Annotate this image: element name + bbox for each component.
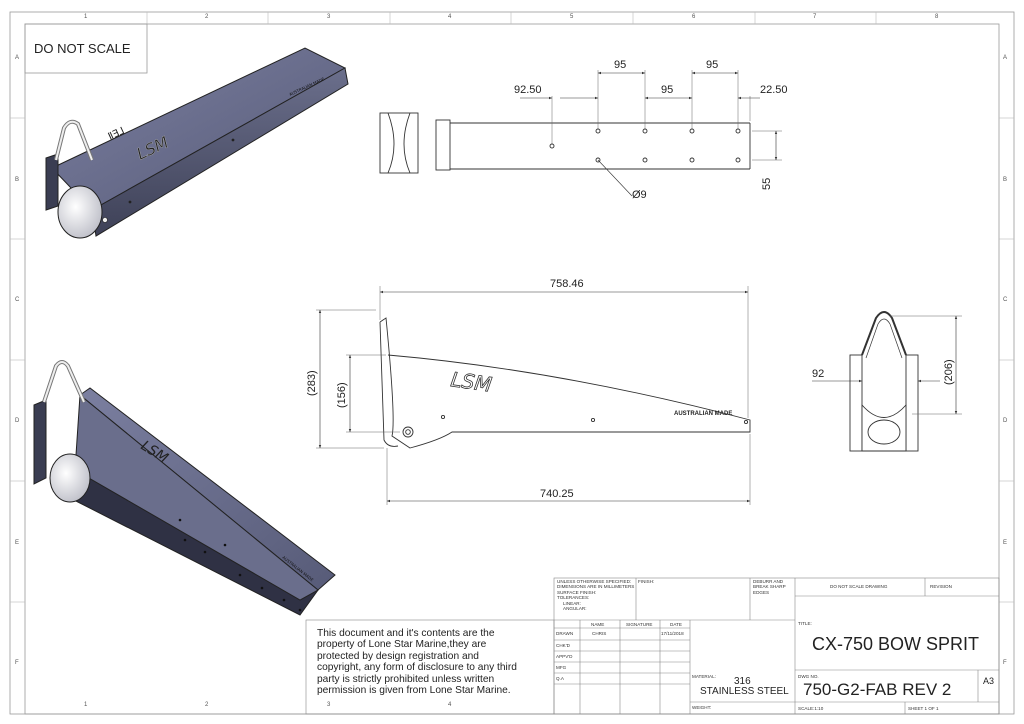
- dim-95-b: 95: [661, 84, 674, 96]
- tb-deburr: DEBURR AND: [753, 579, 784, 584]
- tb-approved: APPV'D: [556, 654, 573, 659]
- zone-col-1: 1: [84, 14, 88, 20]
- title-block-grid: [305, 577, 1000, 715]
- tb-material-name: STAINLESS STEEL: [700, 686, 789, 697]
- do-not-scale-box: [24, 23, 148, 74]
- notice-line-4: copyright, any form of disclosure to any…: [317, 662, 517, 674]
- tb-drawn-name: CHRIS: [592, 631, 607, 636]
- tb-deburr-notes: DEBURR AND BREAK SHARP EDGES: [753, 579, 786, 595]
- zone-col-3-bottom: 3: [327, 702, 331, 708]
- side-engraving: AUSTRALIAN MADE: [674, 411, 733, 417]
- tb-drawn: DRAWN: [556, 631, 574, 636]
- tb-signature-header: SIGNATURE: [626, 622, 653, 627]
- tb-drawn-date: 17/11/2018: [661, 631, 684, 636]
- tb-dims-mm: DIMENSIONS ARE IN MILLIMETERS: [557, 584, 635, 590]
- notice-line-5: party is strictly prohibited unless writ…: [317, 673, 495, 685]
- zone-col-4: 4: [448, 14, 452, 20]
- tb-dwg-label: DWG NO.: [798, 674, 819, 679]
- zone-row-d: D: [15, 418, 20, 424]
- isometric-view-bottom: LSM AUSTRALIAN MADE: [33, 360, 336, 616]
- zone-col-7: 7: [813, 14, 817, 20]
- zone-row-c: C: [15, 297, 20, 303]
- zone-row-a-right: A: [1003, 55, 1008, 61]
- tb-surface: SURFACE FINISH:: [557, 589, 597, 595]
- tb-revision: REVISION: [930, 584, 952, 589]
- tb-weight-label: WEIGHT:: [692, 705, 712, 710]
- zone-row-d-right: D: [1003, 418, 1008, 424]
- tb-tolerance-notes: UNLESS OTHERWISE SPECIFIED: DIMENSIONS A…: [557, 579, 634, 611]
- notice-line-2: property of Lone Star Marine,they are: [317, 639, 487, 651]
- zone-row-f-right: F: [1003, 660, 1007, 666]
- zone-col-3: 3: [327, 14, 331, 20]
- tb-edges: EDGES: [753, 589, 770, 595]
- tb-tolerances: TOLERANCES:: [557, 595, 590, 601]
- end-view: [812, 311, 962, 452]
- zone-col-2: 2: [205, 14, 209, 20]
- do-not-scale-label: DO NOT SCALE: [34, 41, 131, 56]
- zone-row-b: B: [15, 177, 20, 183]
- tb-material-label: MATERIAL:: [692, 674, 716, 679]
- dim-156: (156): [336, 382, 348, 408]
- zone-row-f: F: [15, 660, 19, 666]
- dim-758-46: 758.46: [550, 278, 584, 290]
- tb-name-header: NAME: [591, 622, 605, 627]
- dim-22-50: 22.50: [760, 84, 788, 96]
- notice-line-1: This document and it's contents are the: [317, 628, 495, 639]
- zone-col-5: 5: [570, 14, 574, 20]
- side-view: LSM: [316, 286, 751, 505]
- dim-92-50: 92.50: [514, 84, 542, 96]
- zone-row-c-right: C: [1003, 297, 1008, 303]
- zone-row-a: A: [15, 55, 20, 61]
- tb-title-label: TITLE:: [798, 621, 812, 626]
- tb-mfg: MFG: [556, 665, 567, 670]
- top-view: [379, 70, 782, 197]
- dim-92: 92: [812, 368, 825, 380]
- tb-dns-drawing: DO NOT SCALE DRAWING: [830, 584, 888, 589]
- tb-linear: LINEAR:: [563, 600, 581, 606]
- tb-sheet-no: SHEET 1 OF 1: [908, 706, 939, 711]
- tb-date-header: DATE: [670, 622, 682, 627]
- tb-qa: Q.A: [556, 676, 564, 681]
- drawing-number: 750-G2-FAB REV 2: [803, 680, 952, 699]
- dim-206: (206): [943, 359, 955, 385]
- dim-55: 55: [761, 177, 773, 190]
- notice-line-3: protected by design registration and: [317, 650, 479, 662]
- zone-row-b-right: B: [1003, 177, 1008, 183]
- notice-line-6: permission is given from Lone Star Marin…: [317, 685, 511, 697]
- dim-283: (283): [306, 370, 318, 396]
- tb-material-grade: 316: [734, 676, 751, 687]
- zone-col-4-bottom: 4: [448, 702, 452, 708]
- tb-angular: ANGULAR:: [563, 606, 587, 612]
- tb-unless: UNLESS OTHERWISE SPECIFIED:: [557, 579, 632, 584]
- zone-row-e: E: [15, 540, 20, 546]
- svg-text:LSM: LSM: [449, 367, 493, 396]
- isometric-view-top: LSM ⅡƎ⅃ AUSTRALIAN MADE: [45, 47, 349, 239]
- zone-col-6: 6: [692, 14, 696, 20]
- zone-row-e-right: E: [1003, 540, 1008, 546]
- zone-col-8: 8: [935, 14, 939, 20]
- tb-scale: SCALE:1:10: [798, 706, 824, 711]
- dim-95-c: 95: [706, 59, 719, 71]
- zone-col-1-bottom: 1: [84, 702, 88, 708]
- tb-checked: CHK'D: [556, 643, 570, 648]
- dim-740-25: 740.25: [540, 488, 574, 500]
- copyright-notice: This document and it's contents are the …: [317, 628, 532, 696]
- tb-break: BREAK SHARP: [753, 584, 786, 590]
- zone-ticks: [10, 12, 1014, 603]
- drawing-title: CX-750 BOW SPRIT: [812, 634, 980, 654]
- zone-col-2-bottom: 2: [205, 702, 209, 708]
- dim-95-a: 95: [614, 59, 627, 71]
- tb-finish: FINISH:: [638, 579, 655, 584]
- dim-hole-diameter: Ø9: [632, 189, 647, 201]
- sheet-size: A3: [983, 676, 995, 686]
